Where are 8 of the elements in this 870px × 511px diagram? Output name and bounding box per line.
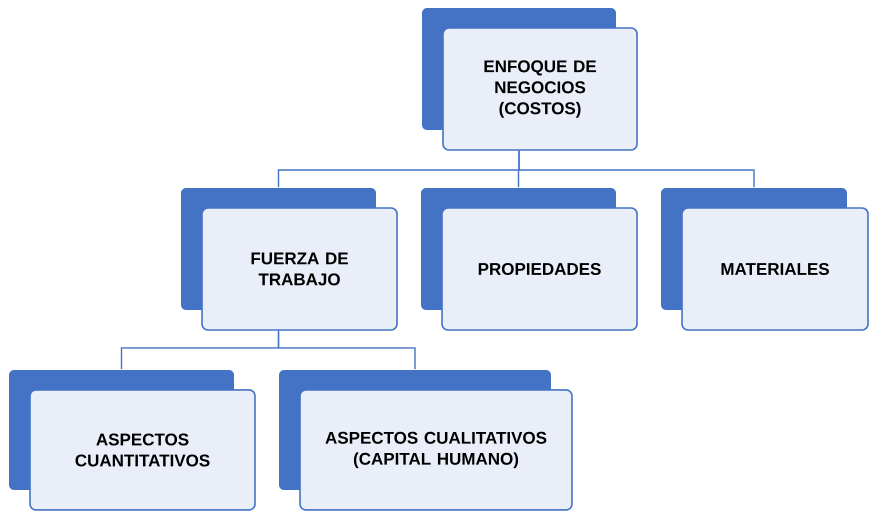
process-box: ENFOQUE DE NEGOCIOS (COSTOS) [422,8,638,151]
process-box: FUERZA DE TRABAJO [181,188,398,331]
process-box: ASPECTOS CUANTITATIVOS [9,370,256,511]
connector-line [278,330,416,370]
connector-line [518,150,755,188]
process-box: MATERIALES [661,188,869,331]
process-box: ASPECTOS CUALITATIVOS (CAPITAL HUMANO) [279,370,573,511]
process-box: PROPIEDADES [421,188,638,331]
